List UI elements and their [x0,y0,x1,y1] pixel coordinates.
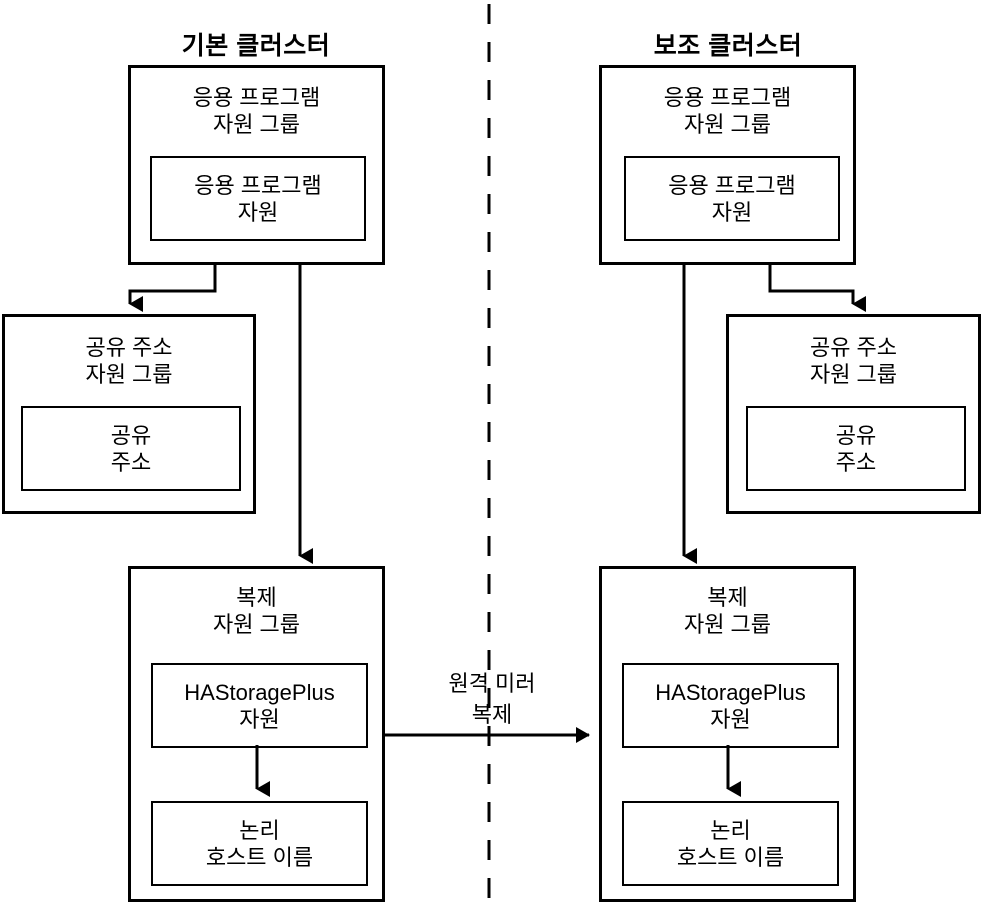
secondary-hastorageplus-resource-label: HAStoragePlus 자원 [655,680,806,732]
primary-application-resource-group-label: 응용 프로그램 자원 그룹 [192,85,321,137]
primary-replication-resource-group-label: 복제 자원 그룹 [212,585,301,637]
secondary-logical-hostname-resource-label: 논리 호스트 이름 [676,818,785,870]
primary-application-resource-label: 응용 프로그램 자원 [194,173,322,225]
secondary-shared-address-resource-label: 공유 주소 [835,423,877,475]
secondary-shared-address-resource-group-label: 공유 주소 자원 그룹 [809,335,898,387]
secondary-shared-address-resource-group: 공유 주소 자원 그룹 공유 주소 [726,314,981,514]
secondary-shared-address-resource: 공유 주소 [746,406,966,491]
primary-cluster-title: 기본 클러스터 [181,32,331,60]
remote-mirror-replication-label: 원격 미러 복제 [448,671,536,727]
primary-shared-address-resource-group-label: 공유 주소 자원 그룹 [85,335,173,387]
primary-hastorageplus-resource: HAStoragePlus 자원 [151,663,368,748]
secondary-hastorageplus-resource: HAStoragePlus 자원 [622,663,839,748]
primary-hastorageplus-resource-label: HAStoragePlus 자원 [184,680,335,732]
primary-replication-resource-group: 복제 자원 그룹 HAStoragePlus 자원 논리 호스트 이름 [128,566,385,902]
primary-shared-address-resource-label: 공유 주소 [110,423,152,475]
secondary-replication-resource-group: 복제 자원 그룹 HAStoragePlus 자원 논리 호스트 이름 [599,566,856,902]
secondary-app-to-shared-address-connector [768,265,866,312]
primary-app-to-shared-address-connector [128,265,217,312]
secondary-replication-resource-group-label: 복제 자원 그룹 [683,585,772,637]
primary-application-resource: 응용 프로그램 자원 [150,156,366,241]
primary-shared-address-resource-group: 공유 주소 자원 그룹 공유 주소 [2,314,256,514]
secondary-application-resource-label: 응용 프로그램 자원 [668,173,796,225]
primary-logical-hostname-resource: 논리 호스트 이름 [151,801,368,886]
primary-application-resource-group: 응용 프로그램 자원 그룹 응용 프로그램 자원 [128,65,385,265]
secondary-application-resource: 응용 프로그램 자원 [624,156,840,241]
secondary-logical-hostname-resource: 논리 호스트 이름 [622,801,839,886]
secondary-application-resource-group-label: 응용 프로그램 자원 그룹 [663,85,792,137]
secondary-cluster-title: 보조 클러스터 [653,32,803,60]
primary-logical-hostname-resource-label: 논리 호스트 이름 [205,818,314,870]
primary-shared-address-resource: 공유 주소 [21,406,241,491]
secondary-application-resource-group: 응용 프로그램 자원 그룹 응용 프로그램 자원 [599,65,856,265]
